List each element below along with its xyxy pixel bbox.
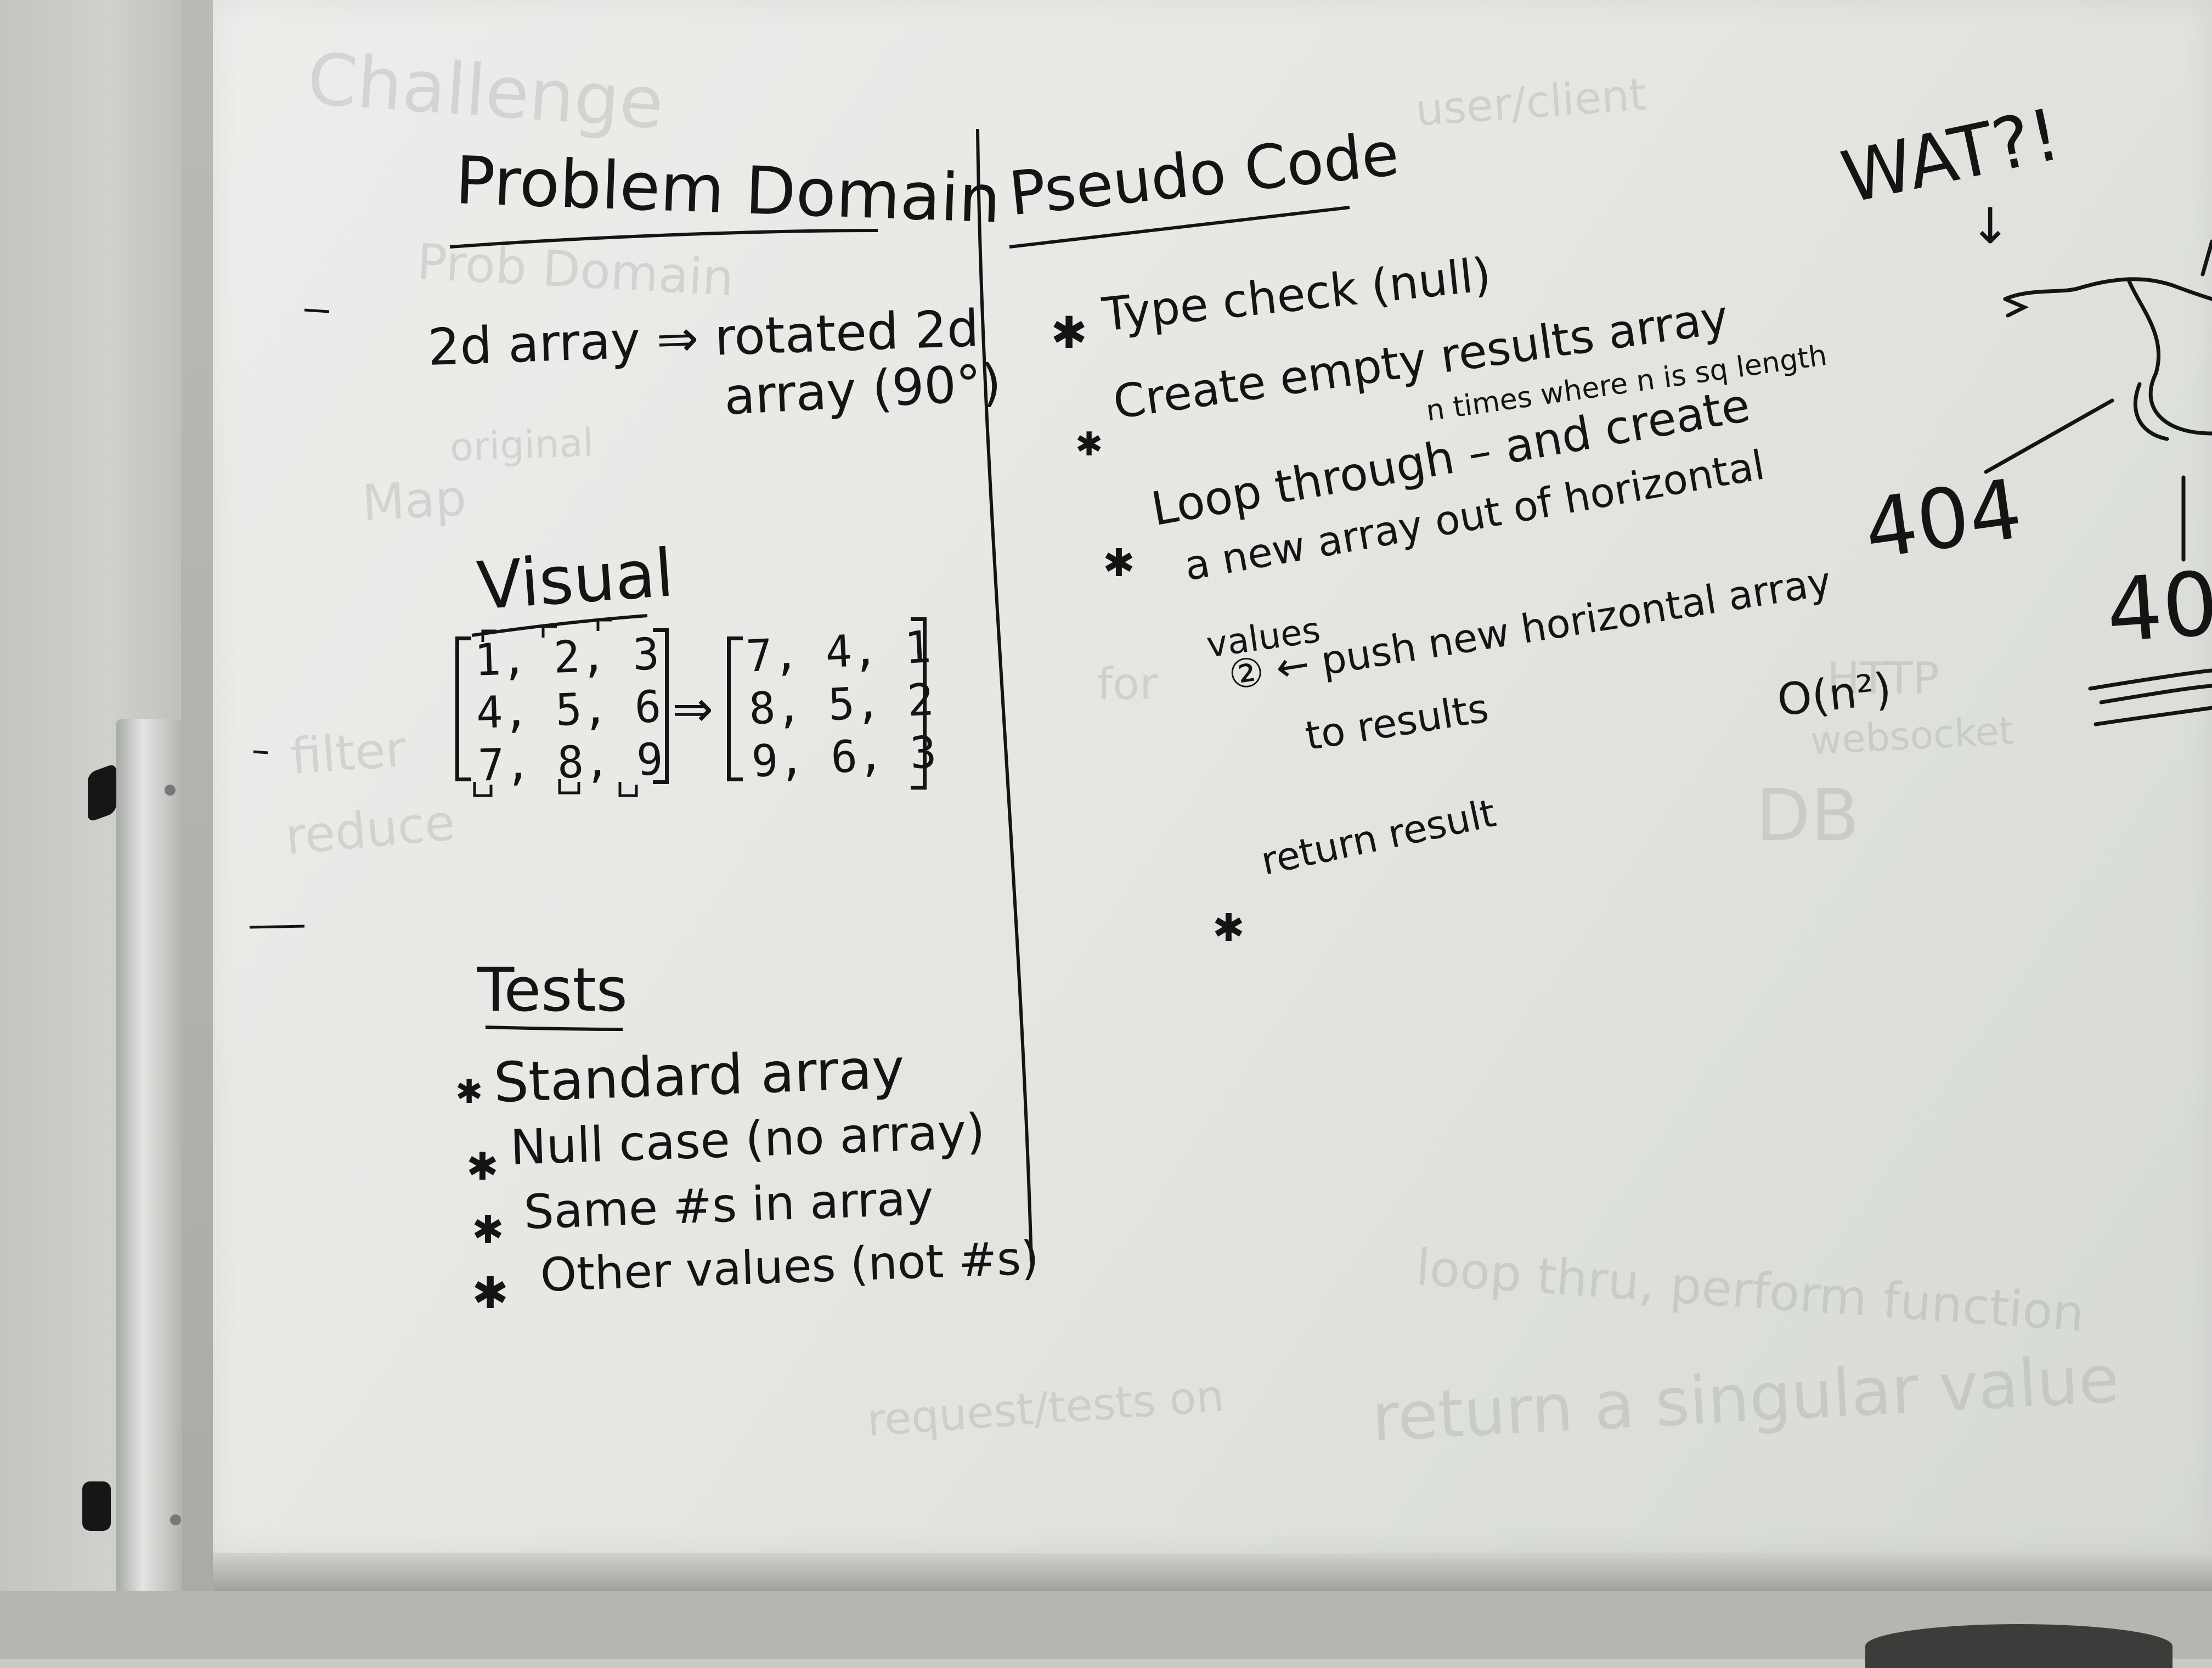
- stick-figure-doodle: [1984, 239, 2212, 726]
- star-icon: ✱: [466, 1144, 499, 1189]
- whiteboard-surface: [213, 0, 2212, 1553]
- arrow-down-icon: ↓: [1970, 198, 2011, 255]
- edge-tick: [253, 750, 268, 754]
- rotation-ticks: [473, 618, 638, 797]
- bolt-icon: [170, 1514, 181, 1525]
- input-matrix: 1, 2, 3 4, 5, 6 7, 8, 9: [473, 628, 664, 792]
- star-icon: ✱: [1075, 425, 1103, 464]
- bolt-icon: [165, 785, 176, 796]
- ghost-text: DB: [1756, 774, 1860, 857]
- tests-underline: [485, 1025, 623, 1031]
- visual-title: Visual: [475, 535, 676, 625]
- stand-post: [116, 719, 182, 1659]
- pseudo-code-underline: [1009, 206, 1350, 249]
- input-matrix-bracket-left: [455, 636, 471, 781]
- tests-title: Tests: [477, 955, 628, 1025]
- star-icon: ✱: [1212, 905, 1245, 950]
- star-icon: ✱: [455, 1073, 483, 1111]
- output-matrix-bracket-right: [911, 617, 927, 790]
- output-matrix: 7, 4, 1 8, 5, 2 9, 6, 3: [745, 621, 938, 788]
- column-divider: [976, 128, 1033, 1263]
- star-icon: ✱: [1103, 540, 1135, 585]
- output-matrix-bracket-left: [727, 636, 743, 781]
- matrix-row: 7, 4, 1: [744, 621, 933, 682]
- matrix-row: 7, 8, 9: [477, 734, 664, 791]
- visual-underline: [471, 614, 648, 637]
- problem-domain-underline: [449, 229, 878, 249]
- input-matrix-bracket-right: [653, 628, 669, 784]
- edge-tick: [304, 308, 330, 313]
- edge-tick: [249, 925, 305, 929]
- matrix-row: 8, 5, 2: [747, 674, 935, 735]
- rotation-arrow: ⇒: [672, 680, 714, 738]
- error-code-40: 40: [2103, 552, 2212, 662]
- ghost-text: HTTP: [1827, 653, 1939, 704]
- star-icon: ✱: [1051, 307, 1088, 358]
- matrix-row: 1, 2, 3: [473, 628, 661, 686]
- star-icon: ✱: [472, 1267, 509, 1318]
- floor-strip: [0, 1591, 2212, 1659]
- marker-tray: [213, 1553, 2212, 1594]
- matrix-row: 4, 5, 6: [475, 681, 662, 739]
- matrix-row: 9, 6, 3: [750, 726, 938, 787]
- ghost-text: for: [1097, 658, 1158, 709]
- adjust-knob-bottom[interactable]: [82, 1481, 111, 1531]
- star-icon: ✱: [472, 1207, 504, 1252]
